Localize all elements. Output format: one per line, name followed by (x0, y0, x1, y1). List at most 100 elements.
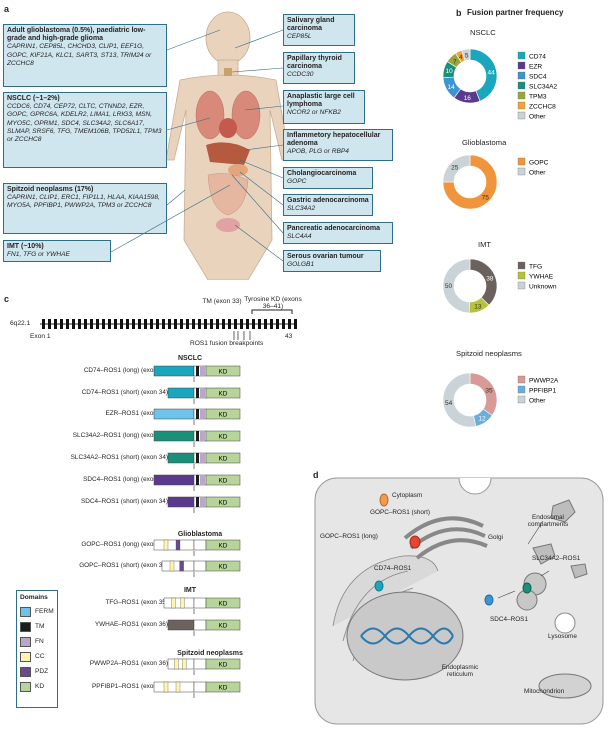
coiled-coil-domain (163, 681, 169, 693)
fn-domain (200, 453, 205, 463)
domain-legend-item: PDZ (20, 664, 54, 679)
fusion-label: PWWP2A–ROS1 (exon 36) (89, 660, 168, 667)
exon-block (294, 319, 297, 329)
donut-slice-label: 50 (445, 283, 453, 290)
tm-domain (196, 475, 199, 485)
ros1-segment (193, 681, 207, 693)
donut-slice-label: 7 (453, 58, 457, 65)
kinase-domain (205, 365, 241, 377)
fusion-label: TFG–ROS1 (exon 35) (105, 599, 168, 606)
legend-label: ZCCHC8 (529, 104, 556, 111)
coiled-coil-domain (175, 539, 181, 551)
legend-label: PPFIBP1 (529, 388, 556, 395)
legend-label: YWHAE (529, 274, 554, 281)
donut-title-3: Spitzoid neoplasms (456, 349, 522, 358)
kinase-domain (205, 408, 241, 420)
exon-block (72, 319, 75, 329)
legend-swatch (517, 385, 526, 394)
ros1-segment (193, 560, 207, 572)
exon-block (42, 319, 45, 329)
partner-segment (153, 408, 195, 420)
exon-block (114, 319, 117, 329)
kinase-domain (205, 496, 241, 508)
legend-swatch (517, 395, 526, 404)
box-genes: NCOR2 or NFKB2 (287, 109, 341, 117)
cell-label-slc34a2: SLC34A2–ROS1 (532, 555, 581, 562)
exon-block (258, 319, 261, 329)
exon-block (246, 319, 249, 329)
exon-block (120, 319, 123, 329)
slc34a2-marker (522, 582, 532, 594)
fn-domain (200, 431, 205, 441)
cell-label-er: Endoplasmic reticulum (441, 664, 479, 678)
cell-label-gopc-short: GOPC–ROS1 (short) (370, 509, 431, 516)
domain-label: FN (35, 638, 44, 645)
legend-swatch (517, 91, 526, 100)
kd-text: KD (219, 623, 228, 630)
box-genes: GOPC (287, 178, 307, 186)
leader-lines (110, 29, 284, 262)
fusion-label: YWHAE–ROS1 (exon 36) (94, 621, 168, 628)
partner-segment (167, 658, 195, 670)
legend-label: PWWP2A (529, 378, 559, 385)
partner-segment (153, 430, 195, 442)
ros1-segment (193, 658, 207, 670)
box-alcl: Anaplastic large cell lymphoma NCOR2 or … (283, 90, 365, 124)
fusion-label: SDC4–ROS1 (long) (exon 32) (83, 476, 168, 483)
legend-label: Unknown (529, 284, 557, 291)
domain-swatch (20, 651, 31, 662)
gopc-short-marker (379, 493, 389, 507)
exon-block (132, 319, 135, 329)
box-nsclc: NSCLC (~1–2%) CCDC6, CD74, CEP72, CLTC, … (3, 92, 167, 168)
kd-text: KD (219, 412, 228, 419)
ros1-segment (193, 539, 207, 551)
coiled-coil-domain (180, 597, 185, 609)
panel-label-c: c (4, 294, 10, 304)
exon-block (186, 319, 189, 329)
cell-label-gopc-long: GOPC–ROS1 (long) (320, 533, 378, 540)
partner-segment (167, 387, 195, 399)
donut-slice (442, 154, 471, 183)
exon-block (198, 319, 201, 329)
legend-swatch (517, 71, 526, 80)
chromosome-label: 6q22.1 (10, 320, 31, 327)
section-glioblastoma: Glioblastoma (177, 531, 223, 538)
partner-segment (161, 560, 195, 572)
legend-label: Other (529, 398, 546, 405)
donut-title-1: Glioblastoma (462, 138, 507, 147)
exon-block (60, 319, 63, 329)
ros1-segment (193, 597, 207, 609)
donut-slice (442, 372, 477, 428)
partner-segment (153, 474, 195, 486)
donut-slice-label: 16 (464, 95, 472, 102)
donut-title-2: IMT (478, 240, 492, 249)
legend-label: EZR (529, 64, 542, 71)
domain-swatch (20, 636, 31, 647)
exon-block (216, 319, 219, 329)
exon-block (204, 319, 207, 329)
box-cholangio: Cholangiocarcinoma GOPC (283, 167, 373, 189)
heart-icon (219, 118, 237, 138)
fusion-label: SLC34A2–ROS1 (short) (exon 34) (70, 454, 168, 461)
donut-slice-label: 10 (446, 68, 454, 75)
donut-slice (461, 48, 471, 62)
legend-label: Other (529, 114, 546, 121)
donut-slice-label: 14 (448, 84, 456, 91)
kd-text: KD (219, 543, 228, 550)
fusion-label: EZR–ROS1 (exon 34) (105, 410, 168, 417)
tm-domain (196, 453, 199, 463)
ros1-exon-map (40, 309, 297, 340)
kinase-domain (205, 474, 241, 486)
kd-text: KD (219, 662, 228, 669)
fn-domain (200, 475, 205, 485)
domain-swatch (20, 621, 31, 632)
domain-legend-item: FN (20, 634, 54, 649)
kd-text: KD (219, 391, 228, 398)
exon-block (156, 319, 159, 329)
exon-block (282, 319, 285, 329)
legend-label: TFG (529, 264, 542, 271)
kd-label: Tyrosine KD (exons 36–41) (244, 296, 302, 310)
fusion-label: GOPC–ROS1 (long) (exon 35) (81, 541, 168, 548)
domain-swatch (20, 681, 31, 692)
